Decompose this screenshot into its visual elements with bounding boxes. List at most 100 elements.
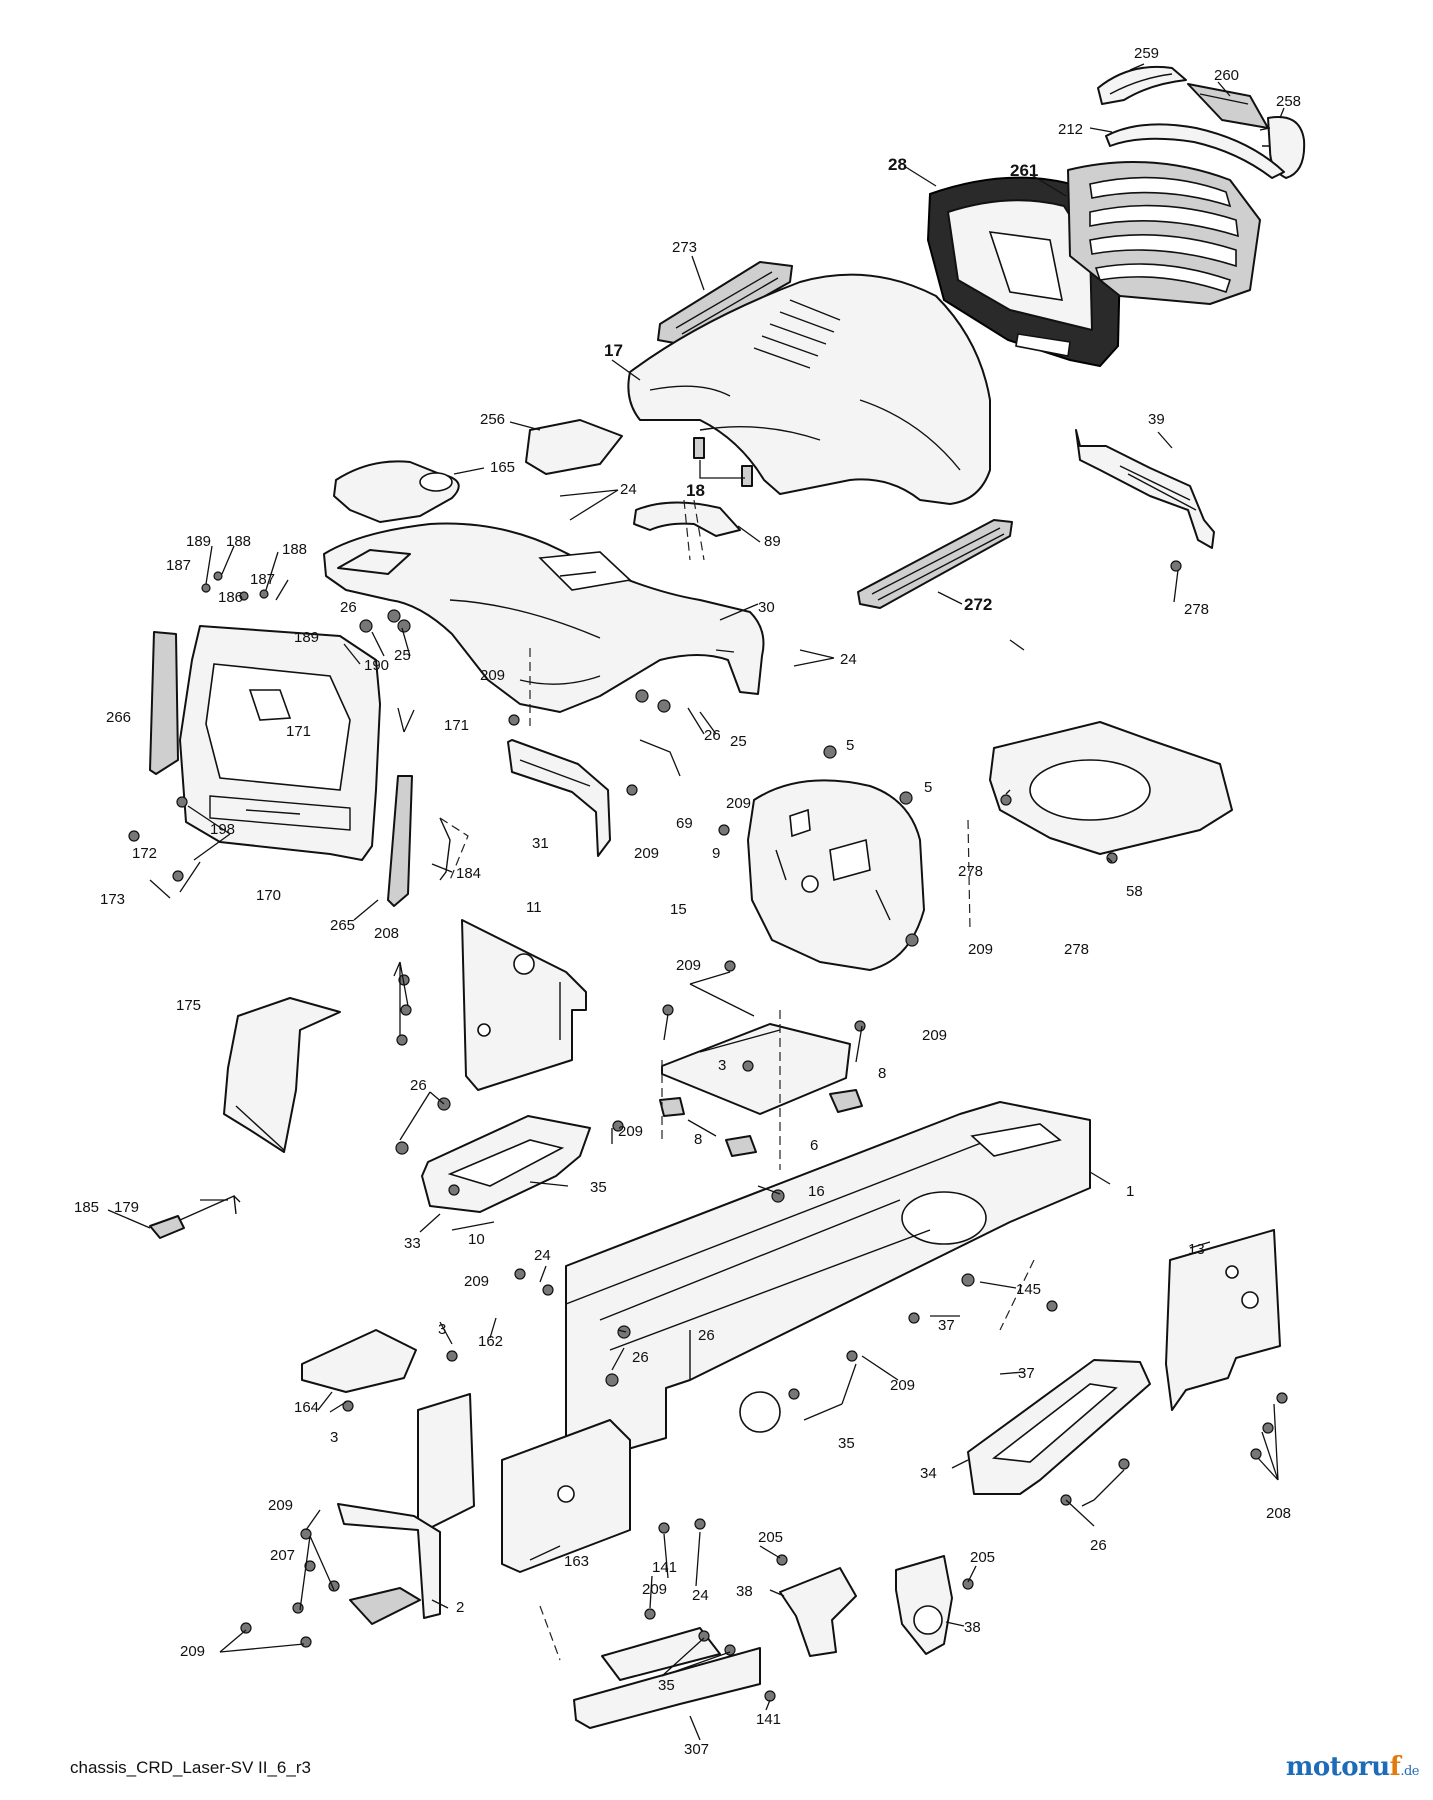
callout-labels: 259 260 258 212 28 261 273 17 256 165 24… [74, 45, 1301, 1758]
callout-256: 256 [480, 411, 505, 428]
shield-175 [223, 997, 341, 1153]
callout-273: 273 [672, 239, 697, 256]
callout-17: 17 [604, 341, 623, 360]
callout-173: 173 [100, 891, 125, 908]
callout-189a: 189 [186, 533, 211, 550]
callout-278c: 278 [1064, 941, 1089, 958]
bracket-162 [417, 1393, 475, 1529]
callout-24a: 24 [620, 481, 637, 498]
callout-5b: 5 [924, 779, 932, 796]
callout-209k: 209 [268, 1497, 293, 1514]
seat-pan-165 [333, 460, 460, 523]
callout-209e: 209 [676, 957, 701, 974]
callout-209i: 209 [890, 1377, 915, 1394]
callout-209c: 209 [634, 845, 659, 862]
support-307 [573, 1627, 761, 1729]
callout-37a: 37 [938, 1317, 955, 1334]
callout-38b: 38 [964, 1619, 981, 1636]
linkage-184 [439, 817, 469, 881]
hood-17 [627, 273, 991, 505]
callout-265: 265 [330, 917, 355, 934]
callout-171a: 171 [286, 723, 311, 740]
bracket-38b [895, 1555, 953, 1655]
seat-plate-58 [989, 721, 1233, 855]
callout-141a: 141 [652, 1559, 677, 1576]
callout-3c: 3 [330, 1429, 338, 1446]
callout-33: 33 [404, 1235, 421, 1252]
callout-16: 16 [808, 1183, 825, 1200]
dash-panel-170 [179, 625, 381, 861]
callout-34: 34 [920, 1465, 937, 1482]
callout-259: 259 [1134, 45, 1159, 62]
plate-2 [337, 1503, 441, 1625]
callout-165: 165 [490, 459, 515, 476]
callout-209g: 209 [618, 1123, 643, 1140]
side-trim-265 [387, 775, 413, 907]
callout-24c: 24 [534, 1247, 551, 1264]
side-panel-11 [461, 919, 587, 1091]
callout-189b: 189 [294, 629, 319, 646]
callout-89: 89 [764, 533, 781, 550]
callout-179: 179 [114, 1199, 139, 1216]
callout-209-left: 209 [180, 1643, 205, 1660]
clip-8a [829, 1089, 863, 1113]
callout-272: 272 [964, 595, 992, 614]
callout-307: 307 [684, 1741, 709, 1758]
callout-190: 190 [364, 657, 389, 674]
assembly-lines [529, 499, 1035, 1661]
hood-bumper-18 [693, 437, 753, 487]
callout-209h: 209 [464, 1273, 489, 1290]
hood-lower-vent-272 [857, 519, 1013, 609]
callout-13: 13 [1188, 1241, 1205, 1258]
callout-205a: 205 [758, 1529, 783, 1546]
callout-145: 145 [1016, 1281, 1041, 1298]
headlight-lens-259 [1097, 65, 1187, 105]
callout-8b: 8 [694, 1131, 702, 1148]
callout-188b: 188 [282, 541, 307, 558]
panel-163 [501, 1419, 631, 1573]
callout-266: 266 [106, 709, 131, 726]
callout-209f: 209 [922, 1027, 947, 1044]
callout-25a: 25 [394, 647, 411, 664]
lever-179 [149, 1194, 241, 1239]
callout-38a: 38 [736, 1583, 753, 1600]
callout-208b: 208 [1266, 1505, 1291, 1522]
hood-vent-273 [657, 261, 793, 345]
callout-26a: 26 [340, 599, 357, 616]
callout-207: 207 [270, 1547, 295, 1564]
callout-164: 164 [294, 1399, 319, 1416]
callout-163: 163 [564, 1553, 589, 1570]
callout-172: 172 [132, 845, 157, 862]
callout-278a: 278 [1184, 601, 1209, 618]
callout-187b: 187 [250, 571, 275, 588]
callout-185: 185 [74, 1199, 99, 1216]
diagram-caption: chassis_CRD_Laser-SV II_6_r3 [70, 1758, 311, 1777]
callout-28: 28 [888, 155, 907, 174]
callout-30: 30 [758, 599, 775, 616]
footrest-33 [421, 1115, 591, 1213]
callout-1: 1 [1126, 1183, 1134, 1200]
callout-5a: 5 [846, 737, 854, 754]
callout-10: 10 [468, 1231, 485, 1248]
callout-205b: 205 [970, 1549, 995, 1566]
brand-logo[interactable]: motoruf.de [1286, 1752, 1420, 1782]
callout-37b: 37 [1018, 1365, 1035, 1382]
hood-bracket-39 [1075, 429, 1215, 549]
brand-tld: .de [1400, 1764, 1419, 1779]
callout-8a: 8 [878, 1065, 886, 1082]
callout-141b: 141 [756, 1711, 781, 1728]
clip-8b [659, 1097, 757, 1157]
callout-69: 69 [676, 815, 693, 832]
callout-175: 175 [176, 997, 201, 1014]
battery-tray-6 [661, 1023, 851, 1115]
access-cover-256 [525, 419, 623, 475]
fender-pad-89 [633, 501, 741, 537]
leader-lines [107, 63, 1285, 1741]
callout-184: 184 [456, 865, 481, 882]
callout-258: 258 [1276, 93, 1301, 110]
callout-31: 31 [532, 835, 549, 852]
callout-26d: 26 [698, 1327, 715, 1344]
callout-171b: 171 [444, 717, 469, 734]
grille-trim-212 [1105, 123, 1285, 179]
